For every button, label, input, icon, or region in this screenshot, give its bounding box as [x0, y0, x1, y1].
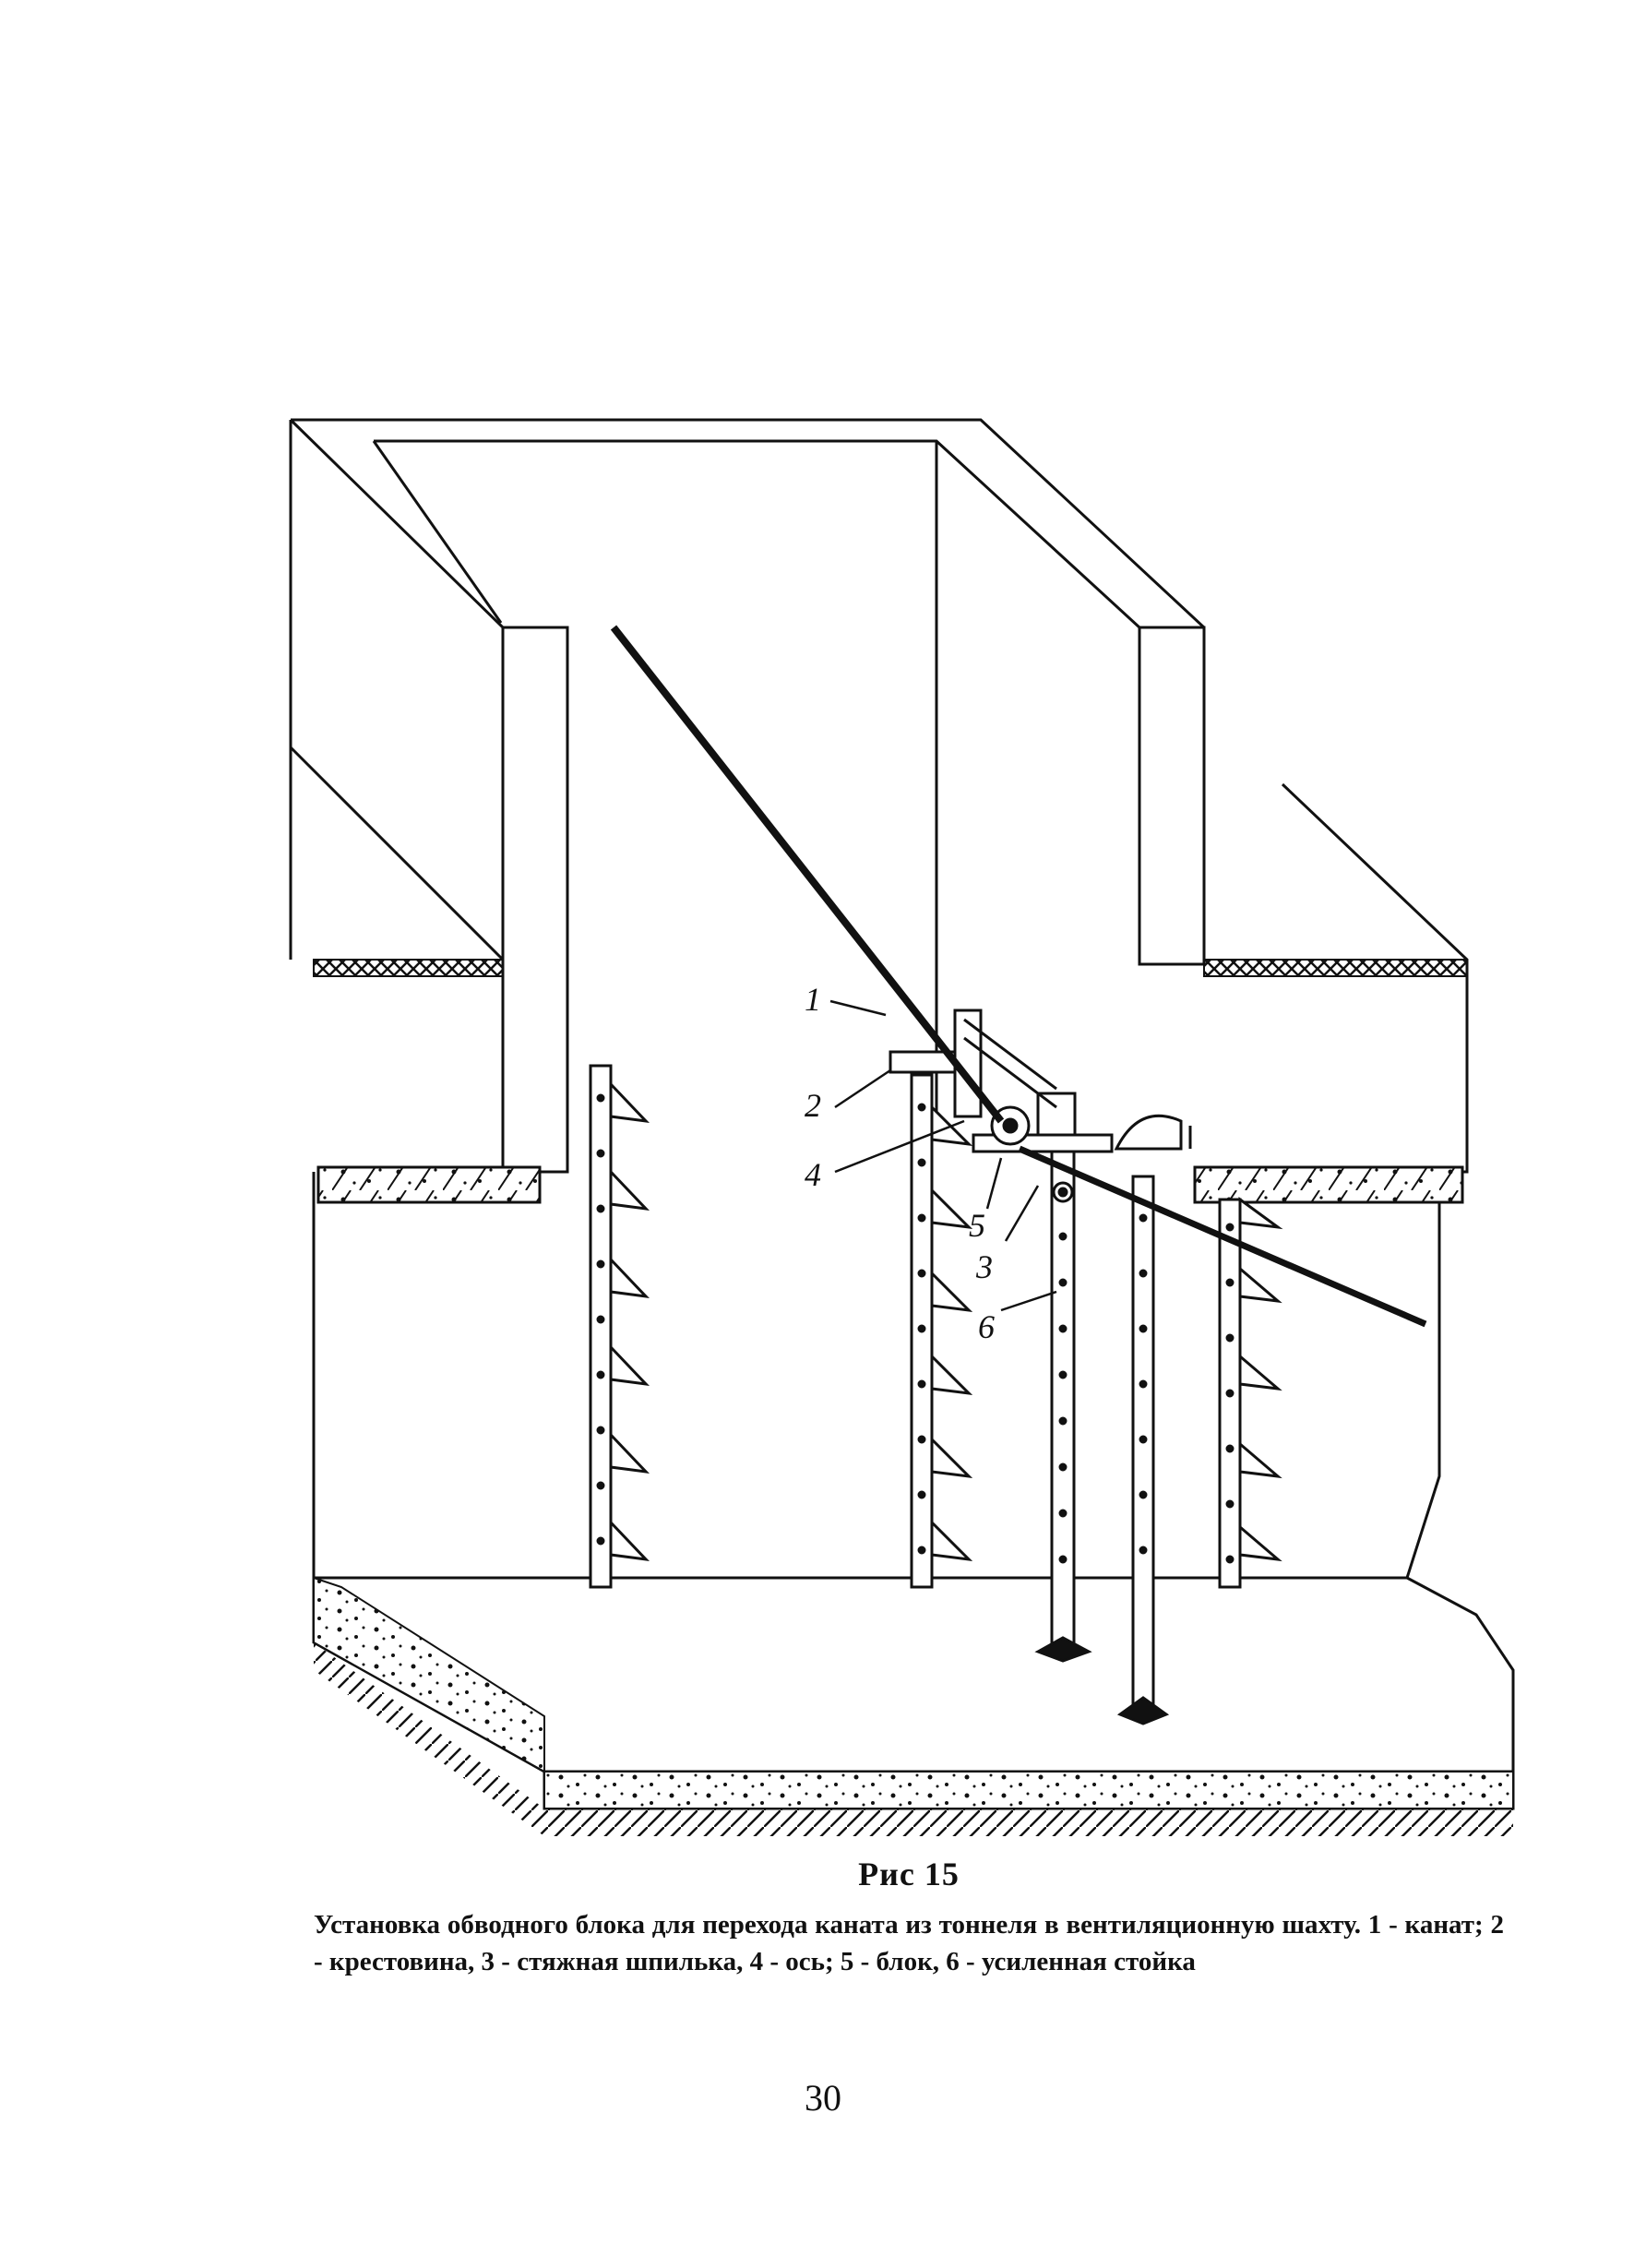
ground-hatch: [314, 1642, 1513, 1836]
page-number: 30: [805, 2077, 841, 2119]
wall-rack-right: [1218, 1197, 1283, 1589]
figure-caption-text: Установка обводного блока для перехода к…: [314, 1910, 1504, 1976]
floor-edge-front: [543, 1771, 1514, 1809]
concrete-band-left: [316, 1165, 542, 1204]
wall-rack-left: [589, 1064, 650, 1589]
cable-1: [610, 625, 1427, 1328]
callout-label-6: 6: [978, 1308, 995, 1345]
support-post-second: [1116, 1175, 1170, 1725]
figure-title: Рис 15: [858, 1856, 960, 1892]
shaft-walls: [289, 418, 1515, 1810]
wall-rack-middle: [910, 1073, 973, 1589]
concrete-band-right: [1193, 1165, 1464, 1204]
pulley-axle-4: [1002, 1117, 1019, 1134]
figure-caption: Рис 15 Установка обводного блока для пер…: [314, 1855, 1504, 1980]
callout-label-3: 3: [975, 1248, 993, 1285]
callout-label-4: 4: [805, 1156, 821, 1193]
upper-slab-hatch-right: [1203, 959, 1468, 977]
reinforced-post-6: [1034, 1133, 1092, 1663]
upper-slab-hatch-left: [313, 959, 504, 977]
callout-label-5: 5: [969, 1207, 985, 1244]
callout-label-1: 1: [805, 981, 821, 1018]
callout-label-2: 2: [805, 1087, 821, 1124]
second-pulley: [1114, 1114, 1183, 1151]
floor-edge-left: [313, 1576, 545, 1773]
callout-leaders: [829, 999, 1057, 1312]
